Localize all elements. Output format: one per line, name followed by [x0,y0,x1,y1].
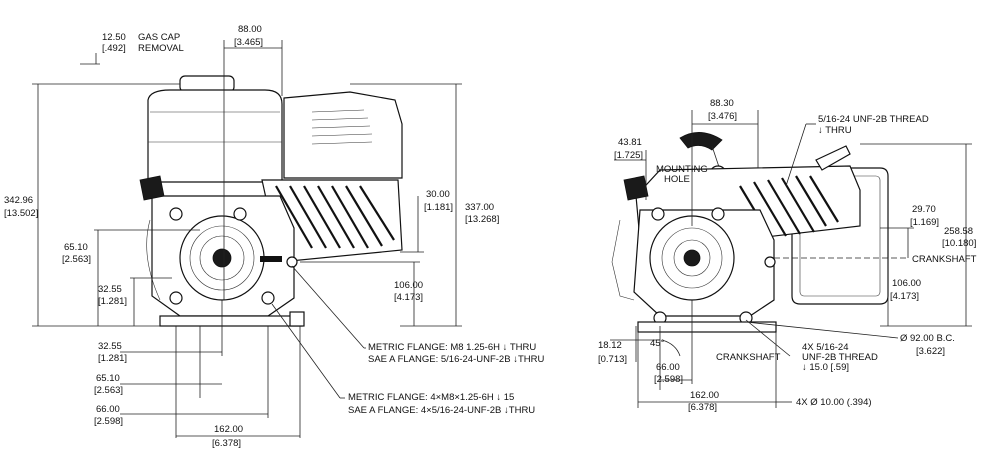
top-width-mm: 88.00 [238,24,262,35]
gas-cap-label-1: GAS CAP [138,32,180,43]
note-flange-2a: METRIC FLANGE: 4×M8×1.25-6H ↓ 15 [348,392,514,403]
base-offset-mm: 32.55 [98,284,122,295]
overall-height-mm: 342.96 [4,195,33,206]
r-bc-in: [3.622] [916,346,945,357]
r-dim-66-in: [2.598] [654,374,683,385]
bottom-65-in: [2.563] [94,385,123,396]
r-thread-4x-3: ↓ 15.0 [.59] [802,362,849,373]
r-thread-note-2: ↓ THRU [818,125,852,136]
shaft-height-mm: 65.10 [64,242,88,253]
bottom-66-in: [2.598] [94,416,123,427]
bottom-65-mm: 65.10 [96,373,120,384]
r-dim-29-mm: 29.70 [912,204,936,215]
r-top-width-in: [3.476] [708,111,737,122]
gas-cap-in: [.492] [102,43,126,54]
bottom-162-in: [6.378] [212,438,241,449]
r-angle: 45° [650,338,665,349]
note-flange-1a: METRIC FLANGE: M8 1.25-6H ↓ THRU [368,342,536,353]
r-dim-18-mm: 18.12 [598,340,622,351]
r-offset-43-mm: 43.81 [618,137,642,148]
r-offset-43-in: [1.725] [614,150,643,161]
mounting-hole-2: HOLE [664,174,690,185]
r-top-width-mm: 88.30 [710,98,734,109]
r-dim-162-in: [6.378] [688,402,717,413]
offset-30-mm: 30.00 [426,189,450,200]
mounting-hole-1: MOUNTING [656,164,708,175]
crank-height-in: [4.173] [394,292,423,303]
r-crankshaft-label: CRANKSHAFT [912,254,977,265]
r-hole-4x: 4X Ø 10.00 (.394) [796,397,872,408]
crank-height-mm: 106.00 [394,280,423,291]
r-crankshaft-bottom: CRANKSHAFT [716,352,781,363]
base-offset-in: [1.281] [98,296,127,307]
overall-height-in: [13.502] [4,208,38,219]
r-thread-4x-1: 4X 5/16-24 [802,342,848,353]
bottom-32-mm: 32.55 [98,341,122,352]
r-dim-66-mm: 66.00 [656,362,680,373]
note-flange-1b: SAE A FLANGE: 5/16-24-UNF-2B ↓THRU [368,354,544,365]
bottom-162-mm: 162.00 [214,424,243,435]
right-engine-drawing [611,132,889,333]
r-dim-258-mm: 258.58 [944,226,973,237]
gas-cap-label-2: REMOVAL [138,43,184,54]
r-thread-note-1: 5/16-24 UNF-2B THREAD [818,114,929,125]
r-dim-106-mm: 106.00 [892,278,921,289]
r-bc-mm: Ø 92.00 B.C. [900,333,955,344]
right-dimensions: 88.30 [3.476] 43.81 [1.725] MOUNTING HOL… [598,98,977,413]
r-dim-18-in: [0.713] [598,354,627,365]
gas-cap-mm: 12.50 [102,32,126,43]
r-dim-106-in: [4.173] [890,291,919,302]
offset-30-in: [1.181] [424,202,453,213]
r-dim-29-in: [1.169] [910,217,939,228]
height-right-mm: 337.00 [465,202,494,213]
r-thread-4x-2: UNF-2B THREAD [802,352,878,363]
left-dimensions: 12.50 [.492] GAS CAP REMOVAL 88.00 [3.46… [4,24,544,449]
bottom-32-in: [1.281] [98,353,127,364]
note-flange-2b: SAE A FLANGE: 4×5/16-24-UNF-2B ↓THRU [348,405,535,416]
shaft-height-in: [2.563] [62,254,91,265]
height-right-in: [13.268] [465,214,499,225]
left-engine-drawing [139,75,403,327]
bottom-66-mm: 66.00 [96,404,120,415]
r-dim-258-in: [10.180] [942,238,976,249]
top-width-in: [3.465] [234,37,263,48]
r-dim-162-mm: 162.00 [690,390,719,401]
